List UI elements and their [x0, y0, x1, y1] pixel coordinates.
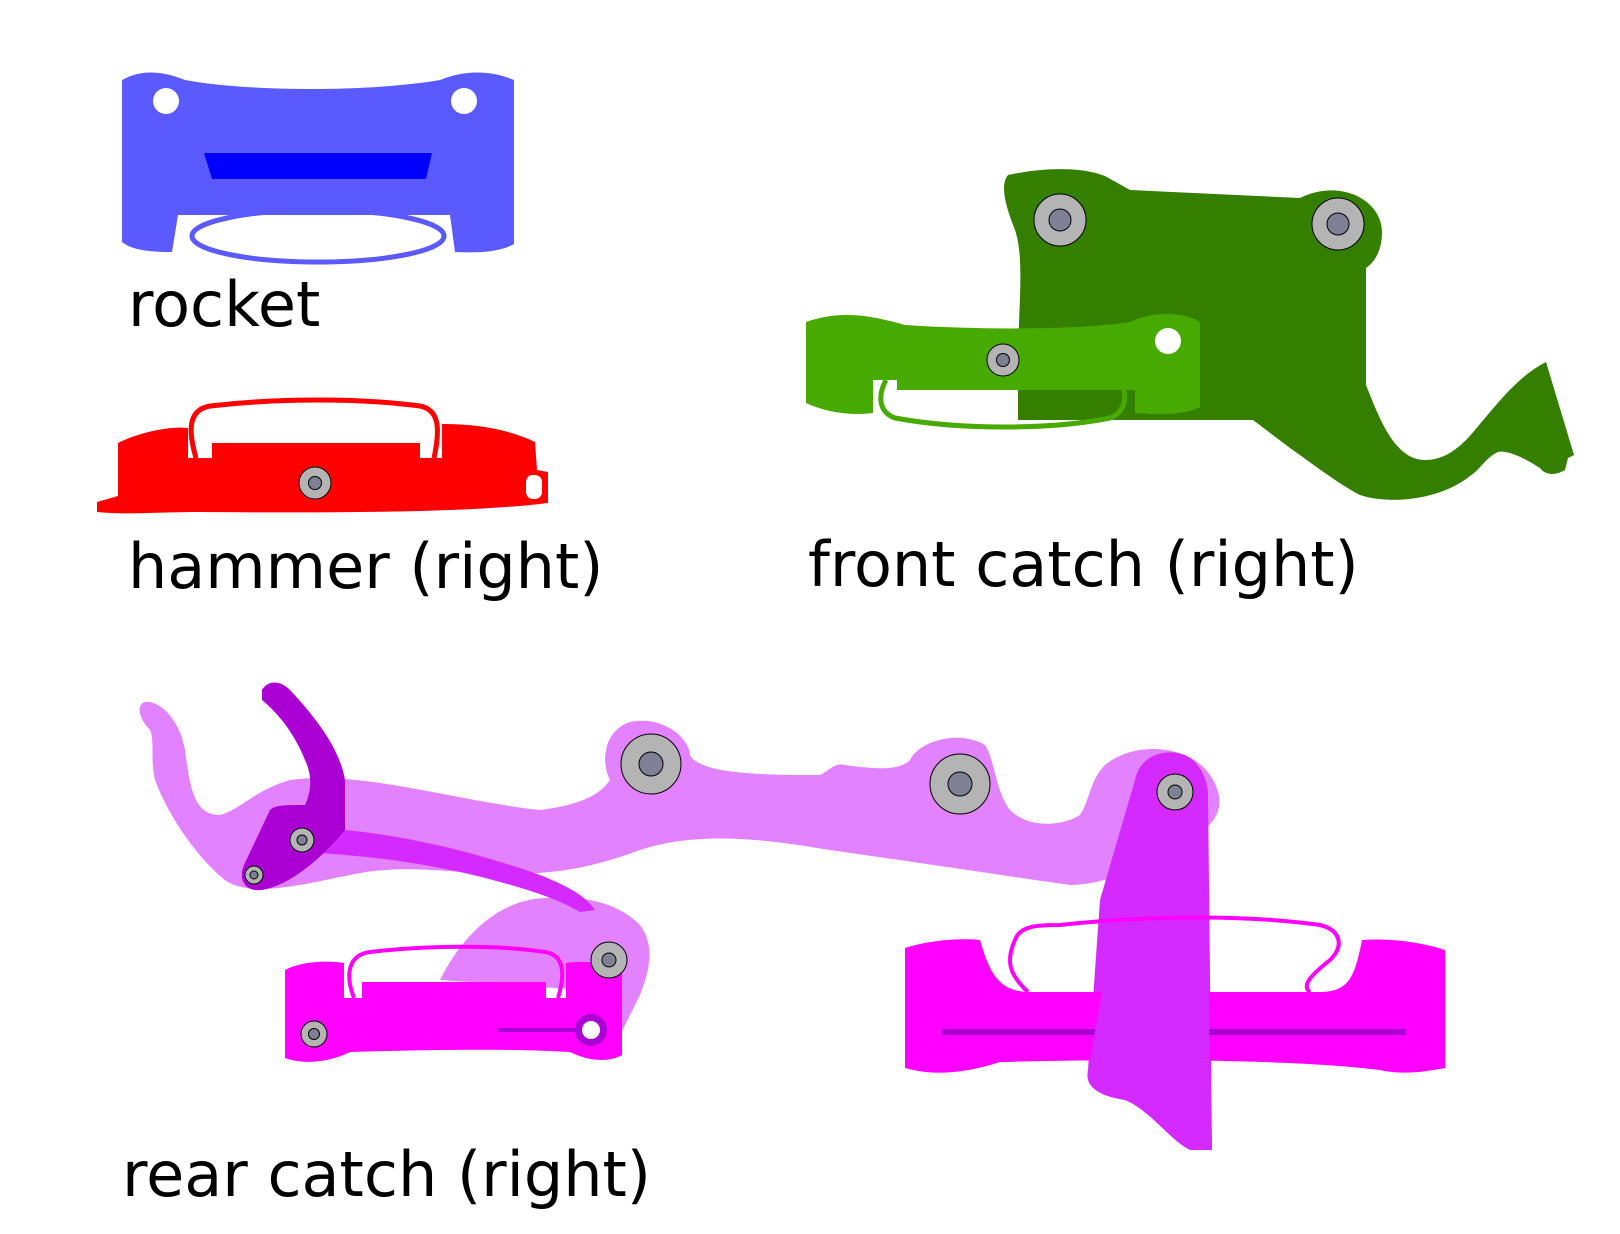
- hammer-part: [97, 397, 548, 514]
- hammer-pin-inner: [308, 476, 322, 490]
- hammer-spring: [188, 397, 440, 459]
- rear-catch-link-front: [1087, 960, 1212, 1150]
- rear-catch-arm: [300, 828, 595, 912]
- front-catch-pin-3-inner: [996, 353, 1010, 367]
- front-catch-hole: [1155, 328, 1181, 354]
- rear-catch-pin-6-inner: [249, 870, 259, 880]
- rear-catch-large-spring: [1007, 915, 1341, 994]
- rear-catch-small-eye-hole: [582, 1021, 600, 1039]
- rear-catch-small-body: [285, 961, 622, 1062]
- rear-catch-pin-8-inner: [601, 952, 617, 968]
- rear-catch-trigger: [241, 682, 345, 891]
- front-catch-plate: [1004, 169, 1574, 500]
- rear-catch-pin-2-inner: [947, 771, 973, 797]
- rear-catch-pin-4-inner: [1167, 784, 1183, 800]
- front-catch-pin-1-inner: [1048, 208, 1072, 232]
- rear-catch-pin-7-inner: [308, 1028, 320, 1040]
- hammer-label: hammer (right): [128, 530, 603, 603]
- rocket-slot: [204, 153, 432, 179]
- rear-catch-small-spring: [347, 944, 565, 999]
- rocket-label: rocket: [128, 268, 320, 341]
- rear-catch-pin-1-inner: [638, 751, 664, 777]
- rocket-hole-left: [153, 88, 179, 114]
- front-catch-pin-2-inner: [1326, 212, 1350, 236]
- rocket-hole-right: [451, 88, 477, 114]
- rocket-spring: [189, 207, 447, 265]
- front-catch-part: [806, 169, 1574, 500]
- rear-catch-label: rear catch (right): [122, 1138, 651, 1211]
- front-catch-spring: [878, 378, 1128, 430]
- hammer-nub: [526, 475, 542, 499]
- rear-catch-part: [139, 682, 1445, 1150]
- front-catch-label: front catch (right): [808, 528, 1359, 601]
- rear-catch-pin-5-inner: [296, 834, 308, 846]
- rocket-part: [122, 72, 514, 265]
